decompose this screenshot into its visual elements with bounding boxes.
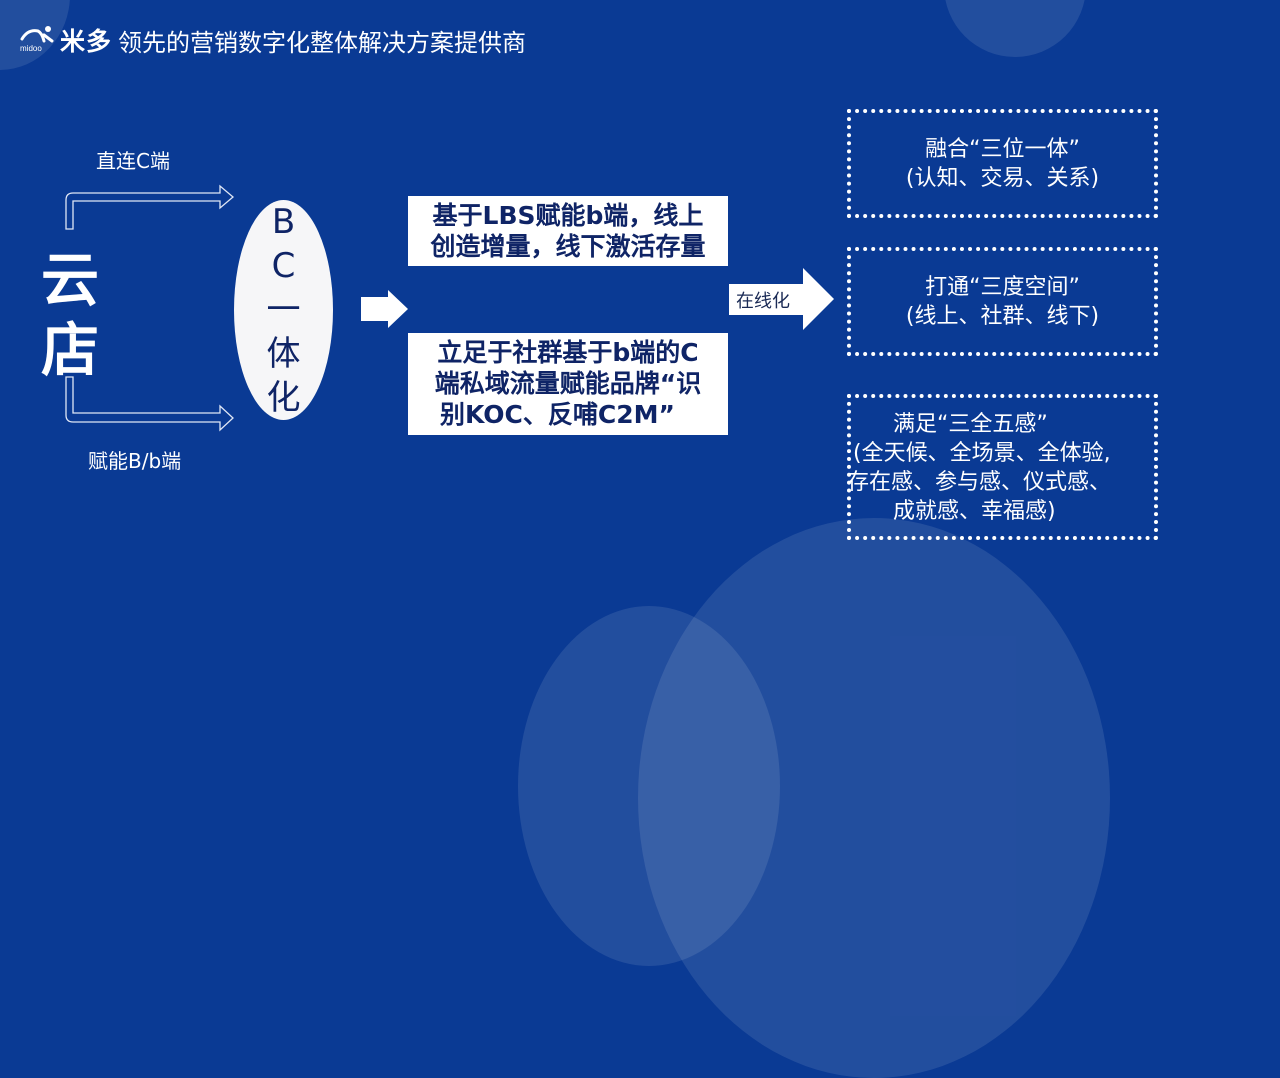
logo-text: midoo	[20, 44, 42, 53]
ellipse-char: 化	[266, 378, 301, 418]
result-line: 满足“三全五感”	[893, 412, 1048, 437]
online-arrow-icon	[729, 268, 834, 330]
box-line: 创造增量，线下激活存量	[430, 232, 706, 261]
result-line: 融合“三位一体”	[925, 137, 1080, 162]
bent-arrow-bottom-icon	[65, 376, 234, 432]
brand-name: 米多	[60, 27, 113, 56]
result-line: 打通“三度空间”	[925, 275, 1080, 300]
ellipse-char: C	[271, 246, 296, 286]
result-line: (线上、社群、线下)	[905, 304, 1100, 329]
box-line: 立足于社群基于b端的C	[437, 338, 699, 367]
top-label: 直连C端	[96, 149, 170, 173]
bg-circle-bottom-small	[518, 606, 780, 966]
ellipse-char: 一	[266, 290, 301, 330]
bent-arrow-top-icon	[65, 184, 235, 230]
box-line: 基于LBS赋能b端，线上	[432, 201, 704, 230]
strategy-box-community: 立足于社群基于b端的C 端私域流量赋能品牌“识 别KOC、反哺C2M”	[408, 333, 728, 435]
result-line: (全天候、全场景、全体验,	[853, 441, 1111, 466]
solid-arrow-icon	[361, 290, 408, 328]
box-line: 别KOC、反哺C2M”	[440, 400, 675, 429]
strategy-box-lbs: 基于LBS赋能b端，线上 创造增量，线下激活存量	[408, 196, 728, 266]
result-box-trinity: 融合“三位一体” (认知、交易、关系)	[847, 109, 1158, 218]
result-box-three-full-five-senses: 满足“三全五感” (全天候、全场景、全体验, 存在感、参与感、仪式感、 成就感、…	[847, 394, 1158, 540]
result-box-three-spaces: 打通“三度空间” (线上、社群、线下)	[847, 247, 1158, 356]
midoo-logo: midoo	[20, 25, 54, 55]
header: midoo 米多 领先的营销数字化整体解决方案提供商	[20, 22, 526, 58]
bc-integration-ellipse: B C 一 体 化	[234, 200, 333, 420]
bottom-label: 赋能B/b端	[88, 449, 182, 473]
ellipse-char: B	[271, 202, 296, 242]
result-line: 成就感、幸福感)	[893, 499, 1056, 524]
tagline: 领先的营销数字化整体解决方案提供商	[118, 28, 527, 57]
result-line: (认知、交易、关系)	[905, 166, 1100, 191]
logo-figure-icon	[20, 26, 54, 43]
arrow-label: 在线化	[736, 291, 790, 312]
box-line: 端私域流量赋能品牌“识	[434, 369, 702, 398]
result-line: 存在感、参与感、仪式感、	[847, 470, 1112, 495]
ellipse-char: 体	[266, 334, 301, 374]
source-label: 云店	[40, 246, 99, 384]
bg-circle-top	[944, 0, 1086, 57]
